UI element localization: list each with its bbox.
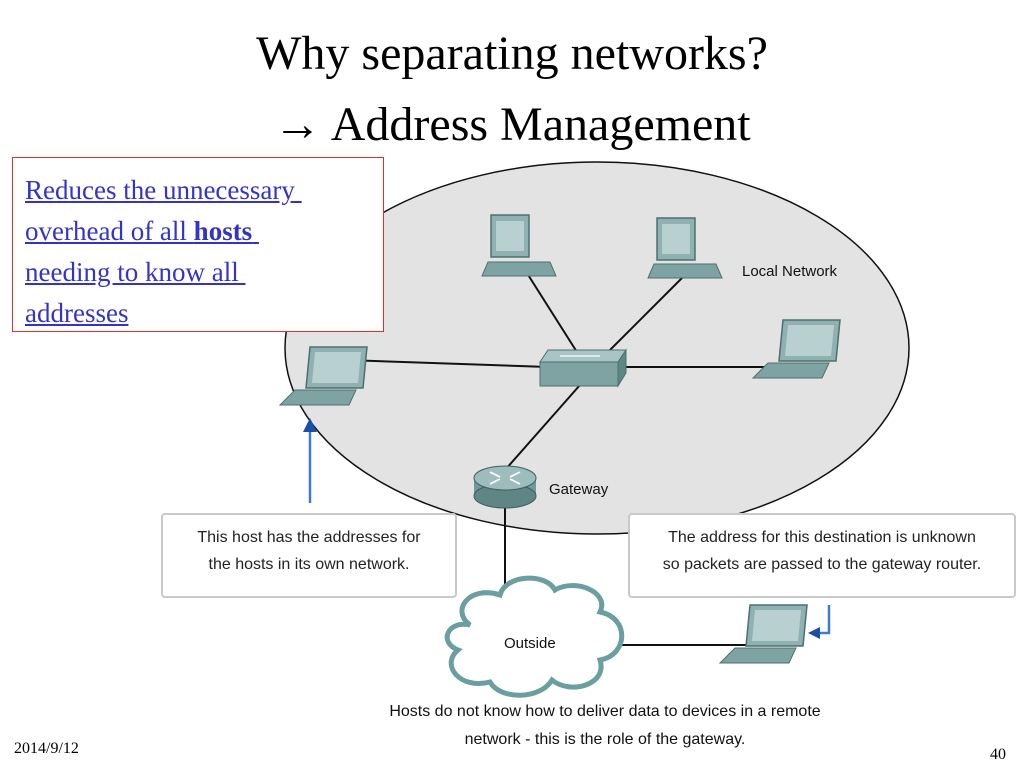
callout-text-line: addresses bbox=[25, 298, 129, 328]
callout-emphasis: hosts bbox=[193, 216, 253, 246]
slide-title-line1: Why separating networks? bbox=[256, 27, 768, 80]
network-links bbox=[344, 269, 790, 646]
desktop-computer-icon bbox=[481, 214, 557, 277]
callout-text-line: Reduces the unnecessary bbox=[25, 175, 302, 205]
callout-text-line: needing to know all bbox=[25, 257, 246, 287]
gateway-note-box: The address for this destination is unkn… bbox=[628, 513, 1016, 598]
arrow-icon bbox=[808, 605, 831, 639]
diagram-caption-line2: network - this is the role of the gatewa… bbox=[464, 731, 746, 748]
note-text-line: the hosts in its own network. bbox=[208, 556, 410, 573]
host-note-box: This host has the addresses for the host… bbox=[161, 513, 457, 598]
gateway-label: Gateway bbox=[549, 481, 609, 498]
diagram-caption-line1: Hosts do not know how to deliver data to… bbox=[389, 703, 821, 720]
note-text-line: The address for this destination is unkn… bbox=[668, 529, 976, 546]
callout-text-prefix: overhead of all bbox=[25, 216, 194, 246]
laptop-icon bbox=[751, 319, 841, 379]
laptop-icon bbox=[278, 346, 368, 406]
slide-page-number: 40 bbox=[990, 746, 1006, 763]
cloud-icon bbox=[444, 575, 625, 698]
note-text-line: so packets are passed to the gateway rou… bbox=[662, 556, 982, 573]
local-network-area bbox=[284, 161, 910, 535]
local-network-label: Local Network bbox=[742, 263, 838, 280]
note-text-line: This host has the addresses for bbox=[197, 529, 421, 546]
outside-label: Outside bbox=[504, 635, 556, 652]
slide-subtitle: Address Management bbox=[330, 98, 751, 151]
desktop-computer-icon bbox=[647, 217, 723, 279]
arrow-icon bbox=[303, 418, 317, 503]
switch-icon bbox=[539, 348, 627, 388]
laptop-icon bbox=[718, 604, 808, 664]
slide-date: 2014/9/12 bbox=[14, 740, 79, 757]
slide-title-line2: → Address Management bbox=[0, 101, 1024, 149]
router-icon bbox=[473, 465, 537, 509]
callout-box: Reduces the unnecessary overhead of all … bbox=[12, 157, 384, 332]
callout-text-line: overhead of all hosts bbox=[25, 211, 383, 252]
arrow-right-icon: → bbox=[273, 98, 322, 151]
